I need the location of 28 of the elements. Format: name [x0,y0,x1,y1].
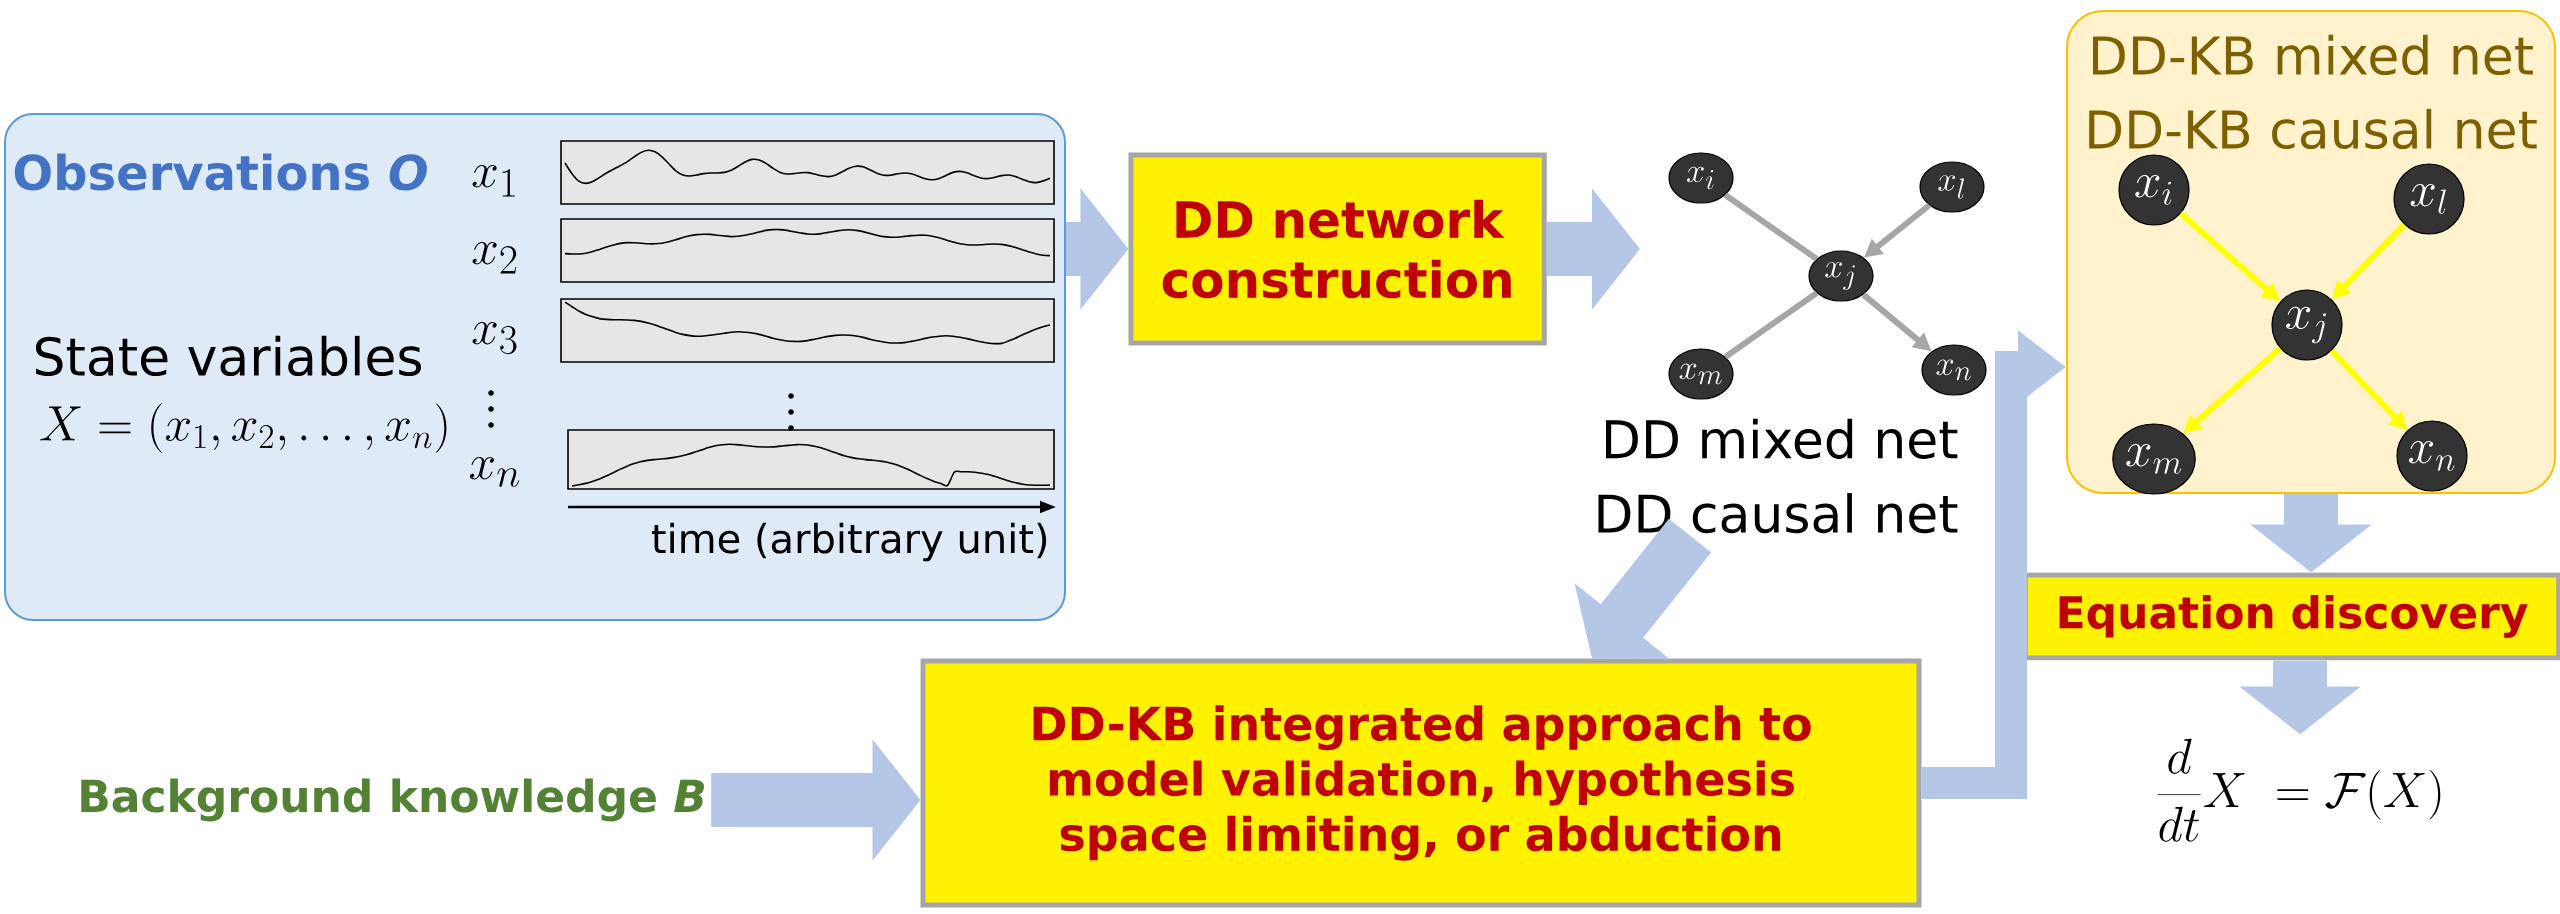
variable-node: $x_n$ [2396,420,2468,492]
process-box: Equation discovery [2022,572,2560,661]
variable-node: $x_i$ [2118,154,2190,226]
variable-label: $x_1$ [472,165,515,197]
panel-title: Observations O [14,153,427,191]
text-label: Background knowledge B [81,778,704,822]
variable-node: $x_i$ [1668,152,1734,204]
network-edge [1723,192,1819,262]
variable-node: $x_j$ [2271,289,2343,361]
network-label: DD mixed net DD causal net [1598,418,1958,534]
variable-node: $x_l$ [2393,163,2465,235]
formula: $\frac{d}{dt}X\; = \mathcal{F}(X)$ [2157,738,2441,842]
text-label: State variables [35,335,421,377]
variable-node: $x_l$ [1919,161,1985,213]
formula: $X = (x_1, x_2,\dots, x_n)$ [40,403,447,453]
variable-node: $x_j$ [1808,250,1874,302]
variable-label: $x_2$ [472,242,517,274]
variable-node: $x_m$ [2112,423,2196,495]
process-box: DD-KB integrated approach to model validation, hypothesis space limiting, or abduction [920,658,1922,908]
variable-node: $x_n$ [1921,344,1987,396]
network-edge [1723,290,1819,360]
panel-title: DD-KB causal net [2089,108,2537,150]
variable-label: $x_3$ [472,322,517,355]
panel-title: DD-KB mixed net [2093,34,2533,76]
axis-label: time (arbitrary unit) [651,522,1047,562]
variable-label: $x_n$ [469,457,520,487]
process-box: DD network construction [1128,152,1547,346]
variable-node: $x_m$ [1668,348,1734,400]
